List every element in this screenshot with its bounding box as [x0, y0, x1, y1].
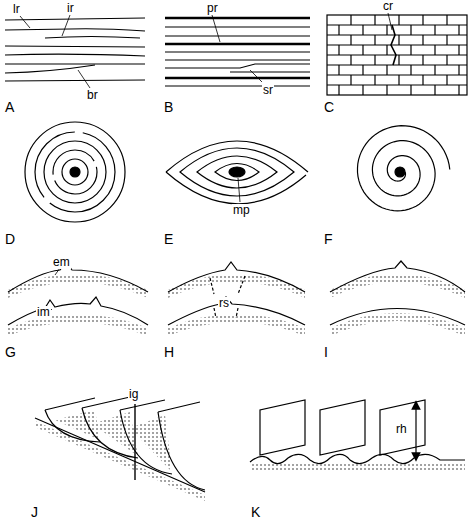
- panel-letter: G: [4, 345, 17, 360]
- part-label: ir: [66, 2, 75, 15]
- part-label: im: [36, 306, 51, 319]
- panel-letter: H: [163, 345, 175, 360]
- part-label: em: [52, 256, 71, 269]
- part-label: sr: [262, 84, 274, 97]
- panel-letter: B: [163, 100, 174, 115]
- part-label: lr: [12, 3, 21, 16]
- panel-letter: J: [30, 505, 39, 520]
- panel-letter: I: [323, 345, 329, 360]
- part-label: rs: [218, 297, 230, 310]
- part-label: br: [86, 89, 99, 102]
- part-label: rh: [395, 423, 408, 436]
- panel-letter: A: [4, 100, 15, 115]
- part-label: ig: [128, 388, 139, 401]
- part-label: cr: [382, 0, 394, 13]
- part-label: pr: [206, 2, 219, 15]
- part-label: mp: [232, 204, 251, 217]
- panel-letter: E: [163, 232, 174, 247]
- panel-letter: K: [250, 505, 261, 520]
- panel-letter: D: [4, 232, 16, 247]
- panel-letter: C: [323, 100, 335, 115]
- panel-letter: F: [323, 232, 334, 247]
